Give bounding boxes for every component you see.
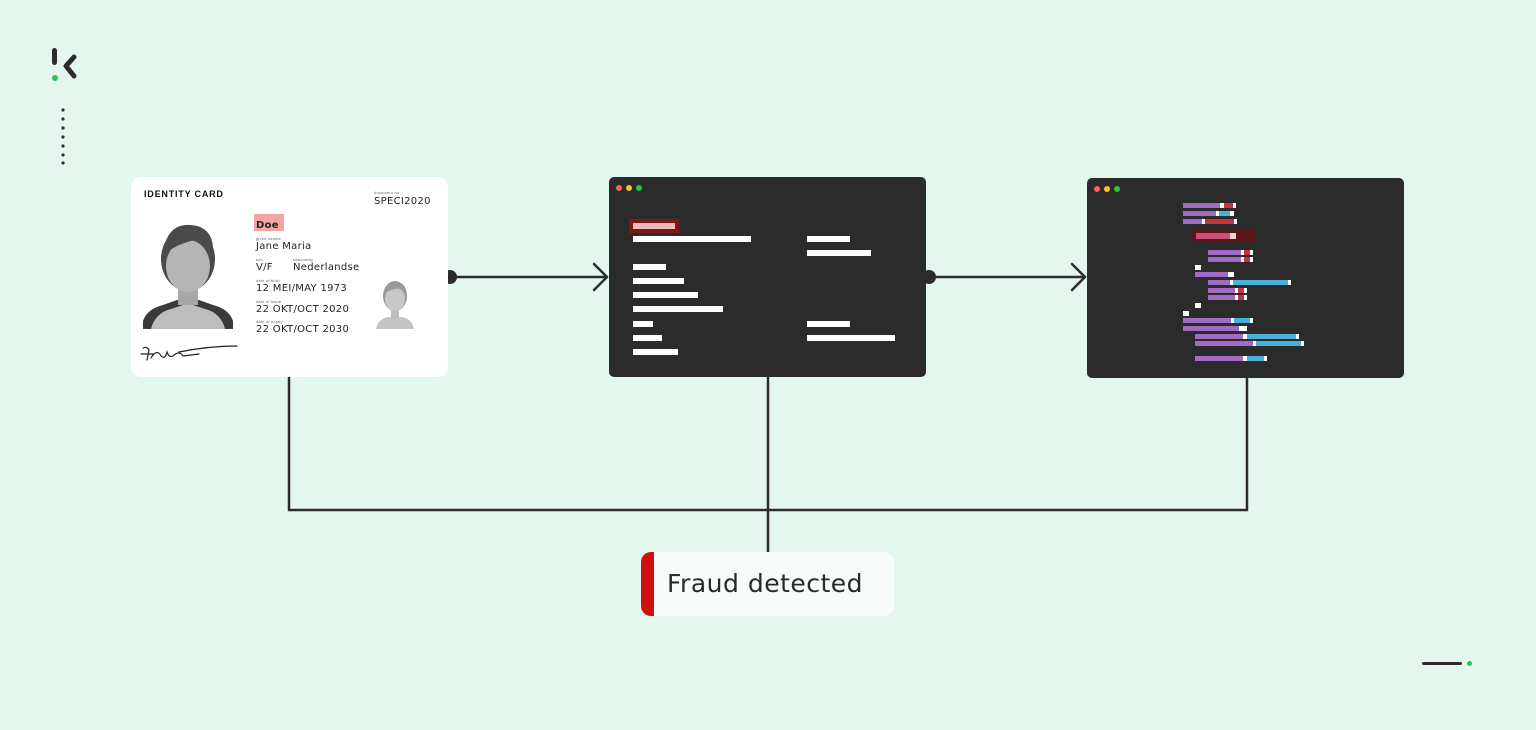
doe-label: date of expiry — [256, 319, 283, 324]
klippa-logo-icon — [52, 48, 77, 81]
surname-value: Doe — [256, 220, 279, 231]
card-title: IDENTITY CARD — [144, 189, 224, 199]
window-minimize-dot — [1104, 186, 1110, 192]
result-connector-lines — [287, 377, 1249, 552]
bottom-dot-decoration — [1467, 661, 1472, 666]
sex-label: sex — [256, 257, 263, 262]
ghost-portrait-icon — [376, 281, 414, 329]
window-close-dot — [616, 185, 622, 191]
nationality-label: nationality — [293, 257, 314, 262]
extracted-fields — [629, 219, 895, 355]
doe-value: 22 OKT/OCT 2030 — [256, 324, 350, 335]
dotted-line-decoration — [61, 108, 65, 165]
given-names-value: Jane Maria — [256, 241, 312, 252]
window-close-dot — [1094, 186, 1100, 192]
window-maximize-dot — [1114, 186, 1120, 192]
nationality-value: Nederlandse — [293, 262, 360, 273]
flow-arrow-card-to-extraction — [446, 262, 609, 292]
doi-label: date of issue — [256, 299, 282, 304]
doi-value: 22 OKT/OCT 2020 — [256, 304, 350, 315]
given-names-label: given names — [256, 236, 281, 241]
fraud-analysis-window — [1087, 178, 1404, 378]
fraud-alert-bar — [641, 552, 654, 616]
analysis-bars — [1183, 203, 1304, 361]
data-extraction-window — [609, 177, 926, 377]
dob-value: 12 MEI/MAY 1973 — [256, 283, 348, 294]
bottom-dash-decoration — [1422, 662, 1462, 665]
dob-label: date of birth — [256, 278, 280, 283]
sex-value: V/F — [256, 262, 273, 273]
signature-icon — [140, 345, 238, 361]
flow-arrow-extraction-to-analysis — [925, 262, 1087, 292]
document-no-label: document no — [374, 190, 400, 195]
fraud-detected-badge: Fraud detected — [641, 552, 894, 616]
window-minimize-dot — [626, 185, 632, 191]
portrait-icon — [143, 224, 233, 329]
fraud-detected-label: Fraud detected — [667, 569, 864, 598]
window-maximize-dot — [636, 185, 642, 191]
surname-highlight — [254, 214, 284, 231]
document-no-value: SPECI2020 — [374, 196, 431, 207]
identity-card: IDENTITY CARD document no SPECI2020 surn… — [131, 177, 448, 377]
